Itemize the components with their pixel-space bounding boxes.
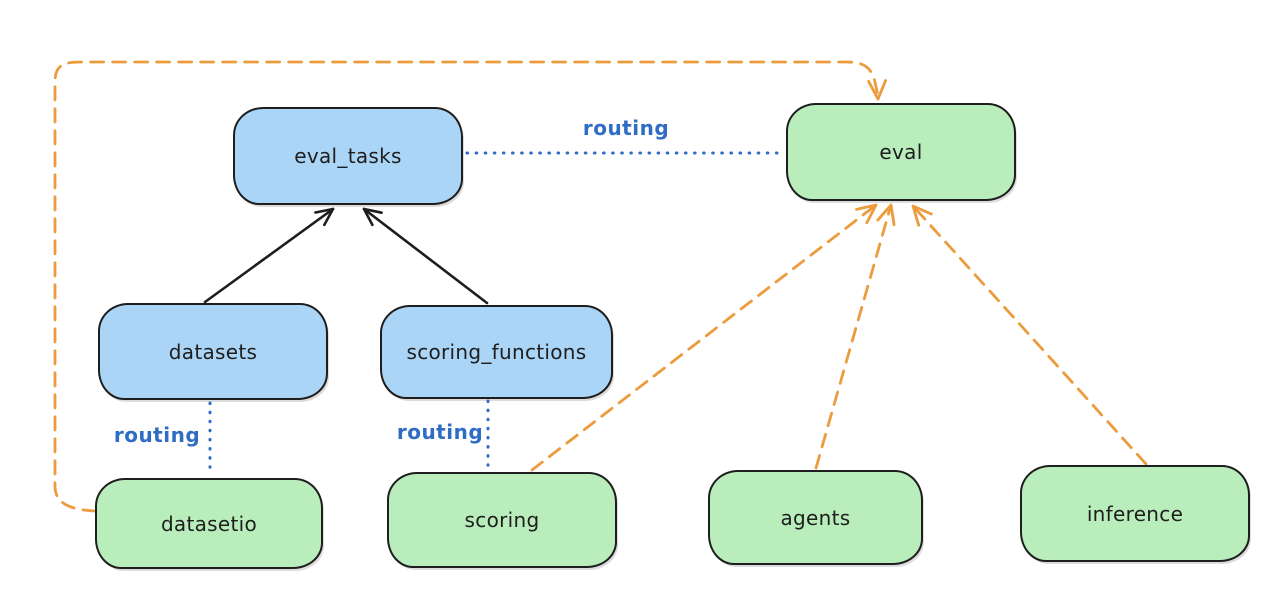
node-inference-label: inference <box>1086 501 1184 526</box>
edge-label-routing-eval-tasks-eval: routing <box>582 116 670 140</box>
node-eval-tasks: eval_tasks <box>233 107 463 205</box>
node-eval: eval <box>786 103 1016 201</box>
node-inference: inference <box>1020 465 1250 562</box>
edge-datasetio-to-eval <box>53 60 887 513</box>
edge-label-routing-datasets-datasetio: routing <box>113 423 201 447</box>
node-scoring: scoring <box>387 472 617 568</box>
edge-inference-to-eval <box>911 204 1148 466</box>
node-agents-label: agents <box>780 505 851 530</box>
node-datasetio-label: datasetio <box>160 511 258 536</box>
edge-scoring-functions-to-eval-tasks <box>362 207 489 305</box>
node-scoring-label: scoring <box>464 508 540 532</box>
edge-scoring-to-eval <box>530 203 878 472</box>
edge-label-routing-scoring-functions-scoring: routing <box>396 420 484 444</box>
edge-datasets-to-eval-tasks <box>203 207 335 304</box>
node-scoring-functions: scoring_functions <box>380 305 613 399</box>
node-datasets-label: datasets <box>168 339 258 364</box>
node-agents: agents <box>708 470 923 565</box>
node-scoring-functions-label: scoring_functions <box>406 340 587 364</box>
node-eval-label: eval <box>879 140 923 164</box>
edge-agents-to-eval <box>814 203 896 470</box>
node-datasets: datasets <box>98 303 328 400</box>
node-eval-tasks-label: eval_tasks <box>294 144 402 168</box>
node-datasetio: datasetio <box>95 478 323 569</box>
